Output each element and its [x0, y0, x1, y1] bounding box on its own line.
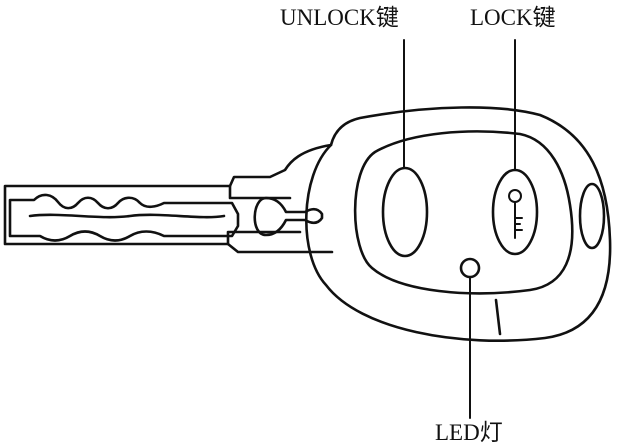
led-lamp — [459, 257, 481, 279]
key-head-outer — [305, 106, 612, 342]
unlock-button-label: UNLOCK键 — [280, 5, 399, 30]
key-head-inner-panel — [353, 130, 574, 295]
key-blade-outline — [3, 143, 334, 254]
key-ring-hole — [578, 182, 606, 250]
key-blade-step — [228, 184, 292, 200]
key-blade-groove — [8, 193, 240, 242]
key-head-inner-edge — [494, 298, 502, 336]
key-blade-groove-inner — [28, 213, 226, 219]
lock-button-label: LOCK键 — [470, 5, 556, 30]
key-shank-slot — [253, 196, 324, 237]
led-lamp-label: LED灯 — [435, 420, 503, 445]
lock-button-key-glyph — [508, 189, 523, 239]
unlock-button — [381, 166, 429, 258]
